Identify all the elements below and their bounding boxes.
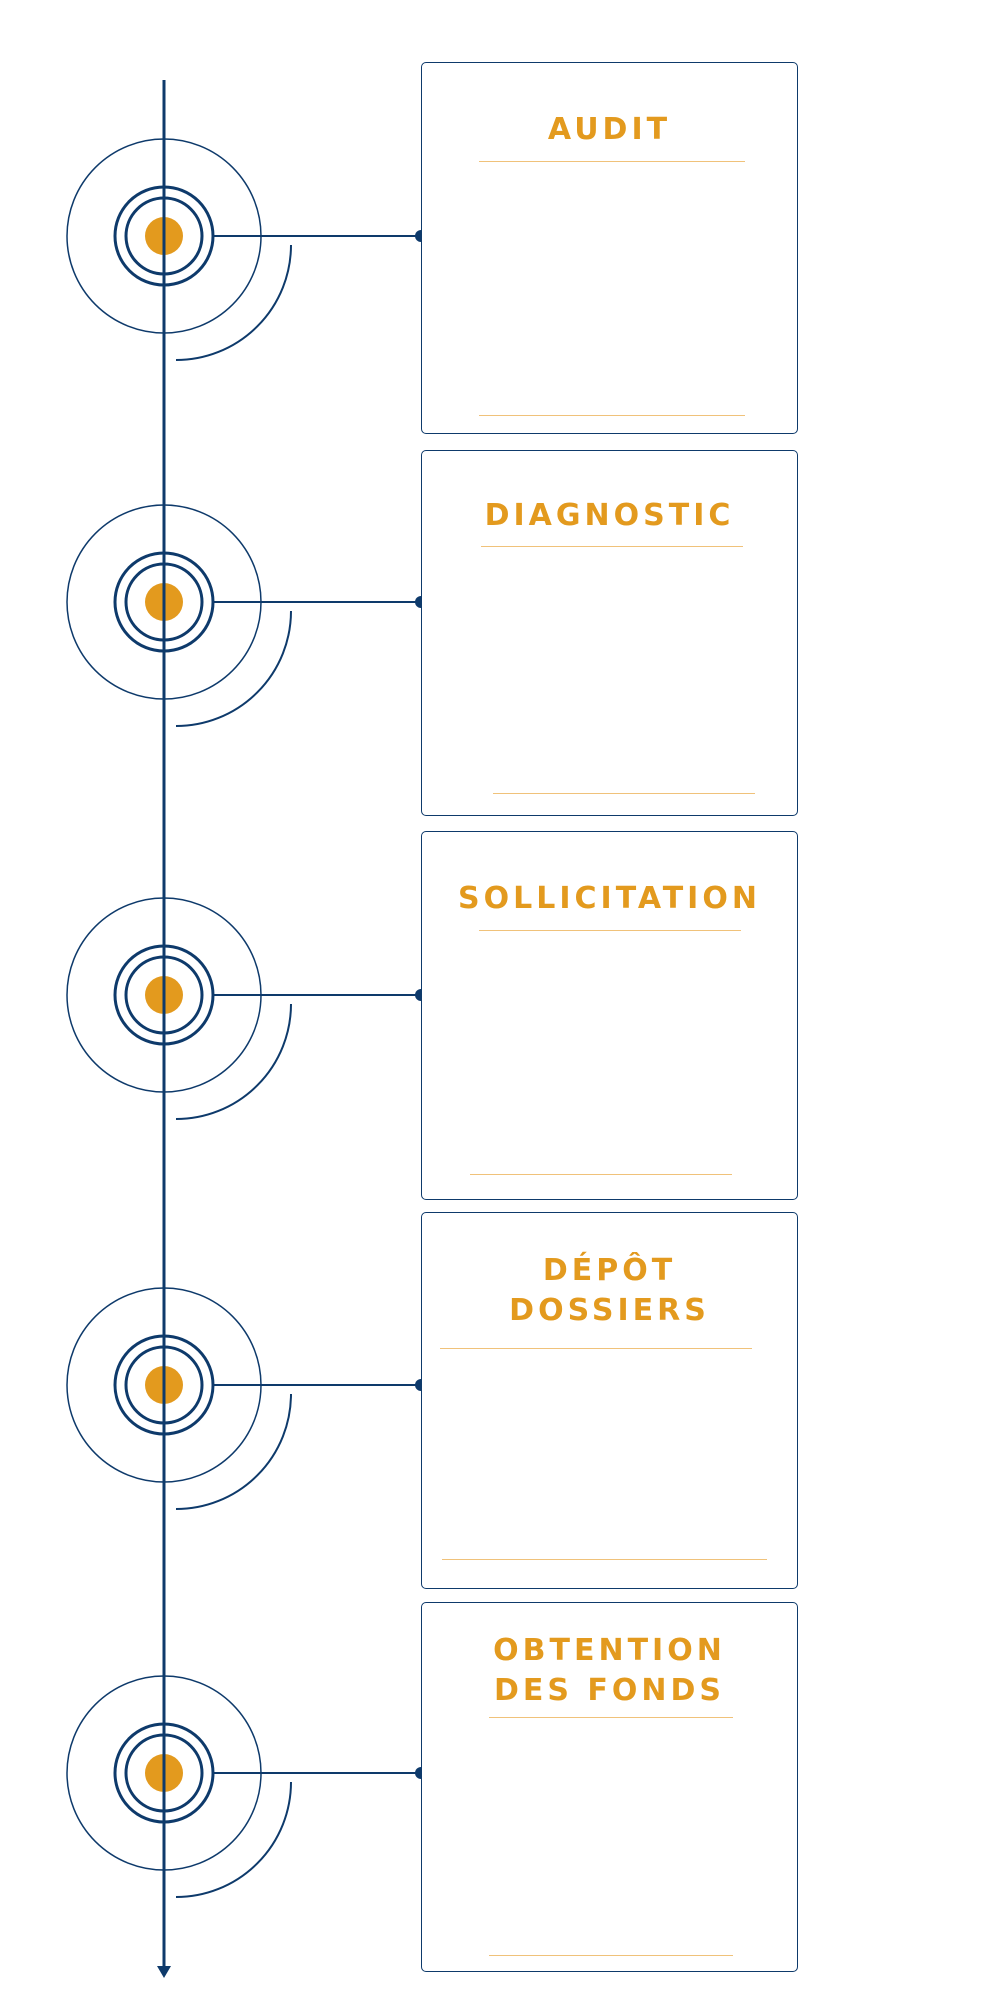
step-title-line: SOLLICITATION bbox=[458, 881, 761, 916]
marker-quarter-arc bbox=[175, 244, 292, 361]
step-title-line: AUDIT bbox=[547, 112, 672, 147]
timeline-markers bbox=[66, 138, 292, 1898]
bottom-divider bbox=[442, 1559, 767, 1560]
step-title: OBTENTION DES FONDS bbox=[422, 1631, 797, 1711]
title-divider bbox=[479, 161, 745, 162]
timeline-connectors bbox=[213, 230, 427, 1779]
step-card-sollicitation: SOLLICITATION bbox=[421, 831, 798, 1200]
step-title: DÉPÔT DOSSIERS bbox=[422, 1251, 797, 1331]
marker-quarter-arc bbox=[175, 1781, 292, 1898]
marker-quarter-arc bbox=[175, 1003, 292, 1120]
bottom-divider bbox=[470, 1174, 732, 1175]
arrow-down-icon bbox=[157, 1966, 171, 1978]
step-title: AUDIT bbox=[422, 110, 797, 150]
title-divider bbox=[489, 1717, 733, 1718]
target-marker-icon bbox=[66, 1675, 292, 1898]
step-title-line: DÉPÔT bbox=[542, 1253, 677, 1288]
step-card-obtention-des-fonds: OBTENTION DES FONDS bbox=[421, 1602, 798, 1972]
step-card-depot-dossiers: DÉPÔT DOSSIERS bbox=[421, 1212, 798, 1589]
marker-quarter-arc bbox=[175, 610, 292, 727]
title-divider bbox=[440, 1348, 752, 1349]
step-title-line: DIAGNOSTIC bbox=[484, 498, 735, 533]
step-title-line: OBTENTION bbox=[493, 1633, 726, 1668]
title-divider bbox=[479, 930, 741, 931]
target-marker-icon bbox=[66, 138, 292, 361]
target-marker-icon bbox=[66, 504, 292, 727]
title-divider bbox=[481, 546, 743, 547]
step-title-line: DES FONDS bbox=[493, 1673, 726, 1708]
bottom-divider bbox=[479, 415, 745, 416]
marker-quarter-arc bbox=[175, 1393, 292, 1510]
bottom-divider bbox=[493, 793, 755, 794]
step-card-audit: AUDIT bbox=[421, 62, 798, 434]
step-title-line: DOSSIERS bbox=[509, 1293, 710, 1328]
step-title: DIAGNOSTIC bbox=[422, 496, 797, 536]
target-marker-icon bbox=[66, 1287, 292, 1510]
bottom-divider bbox=[489, 1955, 733, 1956]
step-title: SOLLICITATION bbox=[422, 879, 797, 919]
step-card-diagnostic: DIAGNOSTIC bbox=[421, 450, 798, 816]
target-marker-icon bbox=[66, 897, 292, 1120]
